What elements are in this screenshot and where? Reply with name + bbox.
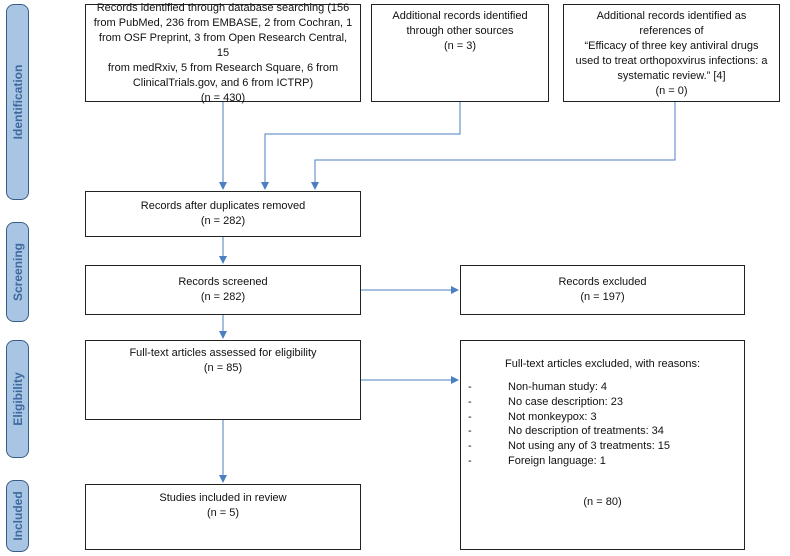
database-search-line-1: Records identified through database sear… (96, 1, 350, 14)
phase-identification: Identification (6, 4, 29, 200)
exclusion-reason-dash: - (468, 395, 472, 408)
records-excluded-label: Records excluded (558, 276, 647, 288)
exclusion-reason-text: Foreign language: 1 (508, 454, 606, 467)
database-search-line-3: from OSF Preprint, 3 from Open Research … (98, 31, 348, 59)
arrow-references-to-duplicates (311, 102, 676, 190)
exclusion-reason-dash: - (468, 440, 472, 453)
records-excluded-box: Records excluded (n = 197) (460, 265, 745, 315)
other-sources-box: Additional records identified through ot… (371, 4, 549, 102)
exclusion-reason: - Not using any of 3 treatments: 15 (468, 439, 738, 454)
included-review-label: Studies included in review (159, 492, 287, 504)
references-line-4: systematic review.” [4] (617, 70, 726, 82)
exclusion-reason: - Foreign language: 1 (468, 454, 738, 469)
references-box: Additional records identified as referen… (563, 4, 780, 102)
references-line-1: Additional records identified as referen… (596, 10, 747, 37)
database-search-line-5: ClinicalTrials.gov, and 6 from ICTRP) (132, 76, 314, 89)
records-screened-box: Records screened (n = 282) (85, 265, 361, 315)
exclusion-reason: - No case description: 23 (468, 395, 738, 410)
other-sources-line-2: through other sources (406, 25, 514, 37)
duplicates-removed-count: (n = 282) (200, 215, 246, 227)
phase-screening: Screening (6, 222, 29, 322)
exclusion-reasons-list: - Non-human study: 4 - No case descripti… (468, 380, 738, 469)
database-search-box: Records identified through database sear… (85, 1, 361, 104)
fulltext-excluded-box: Full-text articles excluded, with reason… (460, 340, 745, 550)
exclusion-reason: - No description of treatments: 34 (468, 424, 738, 439)
records-screened-count: (n = 282) (200, 291, 246, 303)
fulltext-excluded-label: Full-text articles excluded, with reason… (504, 358, 701, 370)
fulltext-assessed-label: Full-text articles assessed for eligibil… (129, 347, 317, 359)
included-review-box: Studies included in review (n = 5) (85, 484, 361, 550)
references-line-2: “Efficacy of three key antiviral drugs (584, 40, 759, 52)
references-line-3: used to treat orthopoxvirus infections: … (575, 55, 768, 67)
other-sources-count: (n = 3) (443, 40, 477, 52)
exclusion-reason-dash: - (468, 381, 472, 393)
fulltext-assessed-box: Full-text articles assessed for eligibil… (85, 340, 361, 420)
database-search-line-4: from medRxiv, 5 from Research Square, 6 … (107, 61, 339, 74)
exclusion-reason-dash: - (468, 410, 472, 423)
duplicates-removed-label: Records after duplicates removed (140, 200, 306, 212)
fulltext-assessed-count: (n = 85) (203, 362, 243, 374)
exclusion-reason-text: Not monkeypox: 3 (508, 410, 597, 423)
exclusion-reason-text: No case description: 23 (508, 395, 623, 408)
exclusion-reason: - Not monkeypox: 3 (468, 410, 738, 425)
database-search-count: (n = 430) (200, 91, 246, 104)
fulltext-excluded-count: (n = 80) (583, 496, 622, 508)
phase-eligibility: Eligibility (6, 340, 29, 458)
exclusion-reason-text: Non-human study: 4 (508, 381, 608, 393)
included-review-count: (n = 5) (206, 507, 240, 519)
exclusion-reason-text: Not using any of 3 treatments: 15 (508, 440, 671, 453)
duplicates-removed-box: Records after duplicates removed (n = 28… (85, 191, 361, 237)
exclusion-reason-dash: - (468, 454, 472, 467)
arrow-other-to-duplicates (261, 102, 461, 190)
references-count: (n = 0) (655, 85, 688, 97)
other-sources-line-1: Additional records identified (392, 10, 528, 22)
phase-included: Included (6, 480, 29, 552)
exclusion-reason: - Non-human study: 4 (468, 380, 738, 395)
database-search-line-2: from PubMed, 236 from EMBASE, 2 from Coc… (93, 16, 353, 29)
exclusion-reason-dash: - (468, 425, 472, 438)
records-excluded-count: (n = 197) (580, 291, 625, 303)
exclusion-reason-text: No description of treatments: 34 (508, 425, 664, 438)
records-screened-label: Records screened (178, 276, 268, 288)
